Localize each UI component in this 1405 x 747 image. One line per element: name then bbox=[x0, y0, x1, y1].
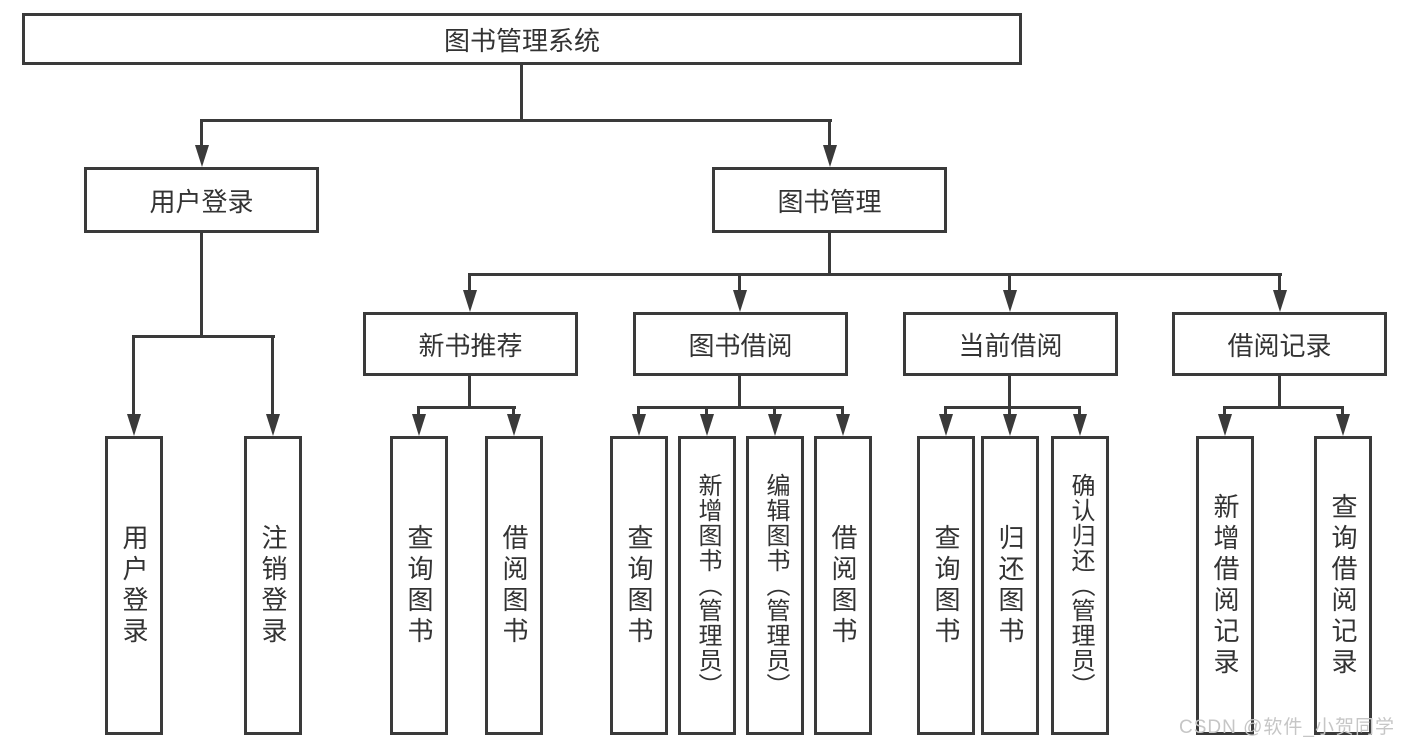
node-book-mgmt: 图书管理 bbox=[712, 167, 947, 233]
edge-to-cb-query bbox=[944, 406, 947, 420]
arrow-down-icon bbox=[1336, 414, 1350, 436]
leaf-bb-edit-book-admin: 编辑图书（管理员） bbox=[746, 436, 804, 735]
leaf-br-query-record-label: 查询借阅记录 bbox=[1328, 492, 1358, 679]
arrow-down-icon bbox=[463, 290, 477, 312]
edge-to-book-borrow bbox=[738, 273, 741, 293]
node-borrow-record: 借阅记录 bbox=[1172, 312, 1387, 376]
leaf-cb-return-book-label: 归还图书 bbox=[995, 523, 1025, 648]
node-new-book-rec-label: 新书推荐 bbox=[418, 330, 523, 361]
leaf-logout: 注销登录 bbox=[244, 436, 302, 735]
node-current-borrow: 当前借阅 bbox=[903, 312, 1118, 376]
node-root: 图书管理系统 bbox=[22, 13, 1022, 65]
arrow-down-icon bbox=[733, 290, 747, 312]
leaf-nb-query-book-label: 查询图书 bbox=[404, 523, 434, 648]
leaf-cb-confirm-return-admin: 确认归还（管理员） bbox=[1051, 436, 1109, 735]
edge-to-nb-query bbox=[417, 406, 420, 420]
arrow-down-icon bbox=[1273, 290, 1287, 312]
leaf-nb-borrow-book: 借阅图书 bbox=[485, 436, 543, 735]
edge-to-new-book-rec bbox=[468, 273, 471, 293]
edge-new-book-stem bbox=[468, 376, 471, 408]
leaf-bb-borrow-book-label: 借阅图书 bbox=[828, 523, 858, 648]
arrow-down-icon bbox=[700, 414, 714, 436]
edge-to-leaf-logout bbox=[271, 335, 274, 416]
edge-new-book-branch bbox=[417, 406, 516, 409]
arrow-down-icon bbox=[823, 145, 837, 167]
node-borrow-record-label: 借阅记录 bbox=[1227, 330, 1332, 361]
leaf-bb-add-book-admin-label: 新增图书（管理员） bbox=[694, 473, 721, 698]
arrow-down-icon bbox=[768, 414, 782, 436]
leaf-bb-add-book-admin: 新增图书（管理员） bbox=[678, 436, 736, 735]
edge-to-current-borrow bbox=[1008, 273, 1011, 293]
leaf-bb-query-book: 查询图书 bbox=[610, 436, 668, 735]
arrow-down-icon bbox=[1003, 290, 1017, 312]
arrow-down-icon bbox=[939, 414, 953, 436]
edge-borrow-record-branch bbox=[1223, 406, 1344, 409]
arrow-down-icon bbox=[1073, 414, 1087, 436]
edge-book-mgmt-stem bbox=[828, 233, 831, 276]
leaf-br-query-record: 查询借阅记录 bbox=[1314, 436, 1372, 735]
leaf-cb-query-book-label: 查询图书 bbox=[931, 523, 961, 648]
edge-to-cb-confirm bbox=[1078, 406, 1081, 420]
arrow-down-icon bbox=[266, 414, 280, 436]
leaf-user-login: 用户登录 bbox=[105, 436, 163, 735]
leaf-nb-query-book: 查询图书 bbox=[390, 436, 448, 735]
edge-book-mgmt-branch bbox=[468, 273, 1282, 276]
arrow-down-icon bbox=[1218, 414, 1232, 436]
leaf-nb-borrow-book-label: 借阅图书 bbox=[499, 523, 529, 648]
node-current-borrow-label: 当前借阅 bbox=[958, 330, 1063, 361]
leaf-cb-confirm-return-admin-label: 确认归还（管理员） bbox=[1067, 473, 1094, 698]
node-book-borrow: 图书借阅 bbox=[633, 312, 848, 376]
leaf-bb-edit-book-admin-label: 编辑图书（管理员） bbox=[762, 473, 789, 698]
edge-to-bb-edit bbox=[773, 406, 776, 420]
edge-to-borrow-record bbox=[1278, 273, 1281, 293]
edge-to-bb-add bbox=[705, 406, 708, 420]
edge-user-login-stem bbox=[200, 233, 203, 338]
edge-to-nb-borrow bbox=[512, 406, 515, 420]
edge-user-login-branch bbox=[132, 335, 275, 338]
edge-to-user-login bbox=[200, 119, 203, 149]
edge-to-leaf-user-login bbox=[132, 335, 135, 416]
arrow-down-icon bbox=[195, 145, 209, 167]
edge-to-cb-return bbox=[1008, 406, 1011, 420]
edge-root-stem bbox=[520, 65, 523, 119]
arrow-down-icon bbox=[836, 414, 850, 436]
edge-to-bb-borrow bbox=[841, 406, 844, 420]
edge-to-br-add bbox=[1223, 406, 1226, 420]
leaf-bb-query-book-label: 查询图书 bbox=[624, 523, 654, 648]
leaf-logout-label: 注销登录 bbox=[258, 523, 288, 648]
node-book-borrow-label: 图书借阅 bbox=[688, 330, 793, 361]
arrow-down-icon bbox=[1003, 414, 1017, 436]
leaf-bb-borrow-book: 借阅图书 bbox=[814, 436, 872, 735]
arrow-down-icon bbox=[507, 414, 521, 436]
arrow-down-icon bbox=[127, 414, 141, 436]
leaf-cb-return-book: 归还图书 bbox=[981, 436, 1039, 735]
edge-borrow-record-stem bbox=[1278, 376, 1281, 408]
edge-current-borrow-stem bbox=[1008, 376, 1011, 408]
edge-root-branch bbox=[200, 119, 832, 122]
csdn-watermark: CSDN @软件_小贺同学 bbox=[1179, 717, 1395, 738]
node-book-mgmt-label: 图书管理 bbox=[777, 186, 882, 217]
edge-book-borrow-branch bbox=[637, 406, 844, 409]
node-root-label: 图书管理系统 bbox=[443, 25, 600, 56]
edge-to-book-mgmt bbox=[828, 119, 831, 149]
edge-book-borrow-stem bbox=[738, 376, 741, 408]
leaf-cb-query-book: 查询图书 bbox=[917, 436, 975, 735]
leaf-br-add-record-label: 新增借阅记录 bbox=[1210, 492, 1240, 679]
node-user-login: 用户登录 bbox=[84, 167, 319, 233]
arrow-down-icon bbox=[632, 414, 646, 436]
arrow-down-icon bbox=[412, 414, 426, 436]
edge-to-br-query bbox=[1341, 406, 1344, 420]
edge-current-borrow-branch bbox=[944, 406, 1081, 409]
node-new-book-rec: 新书推荐 bbox=[363, 312, 578, 376]
leaf-user-login-label: 用户登录 bbox=[119, 523, 149, 648]
node-user-login-label: 用户登录 bbox=[149, 186, 254, 217]
edge-to-bb-query bbox=[637, 406, 640, 420]
leaf-br-add-record: 新增借阅记录 bbox=[1196, 436, 1254, 735]
